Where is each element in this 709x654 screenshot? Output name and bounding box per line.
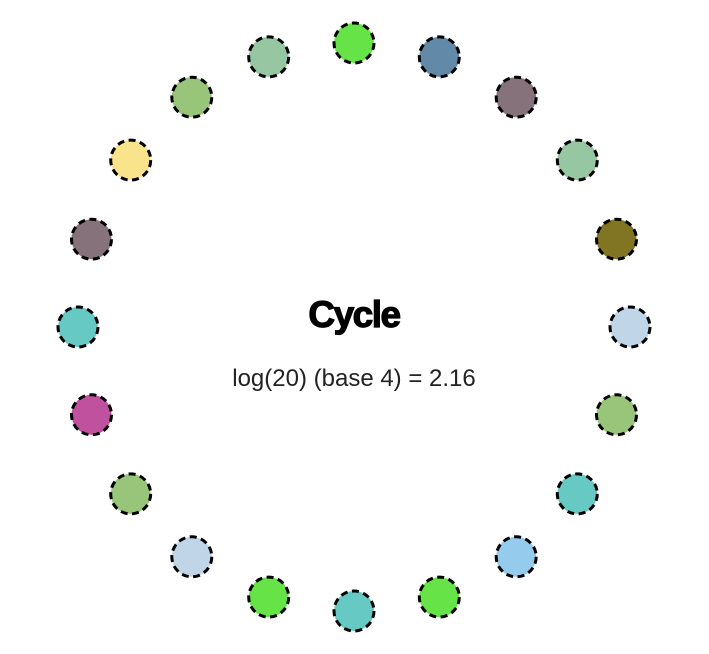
cycle-node <box>494 75 538 119</box>
cycle-node <box>555 472 599 516</box>
cycle-node <box>595 217 638 261</box>
cycle-node <box>494 535 538 579</box>
diagram-subtitle: log(20) (base 4) = 2.16 <box>232 365 475 392</box>
cycle-node <box>109 472 153 516</box>
cycle-node <box>332 589 376 633</box>
cycle-node <box>595 393 638 437</box>
cycle-node <box>608 305 652 349</box>
cycle-node <box>417 35 461 79</box>
cycle-node <box>70 217 113 261</box>
cycle-node <box>555 138 599 182</box>
cycle-node <box>70 393 113 437</box>
diagram-title: Cycle <box>308 294 400 335</box>
cycle-node <box>247 575 291 619</box>
cycle-node <box>332 21 376 65</box>
cycle-node <box>56 305 100 349</box>
cycle-node <box>247 35 291 79</box>
cycle-node <box>109 138 153 182</box>
cycle-node <box>170 535 214 579</box>
cycle-node <box>170 75 214 119</box>
cycle-node <box>417 575 461 619</box>
cycle-nodes <box>56 21 652 633</box>
